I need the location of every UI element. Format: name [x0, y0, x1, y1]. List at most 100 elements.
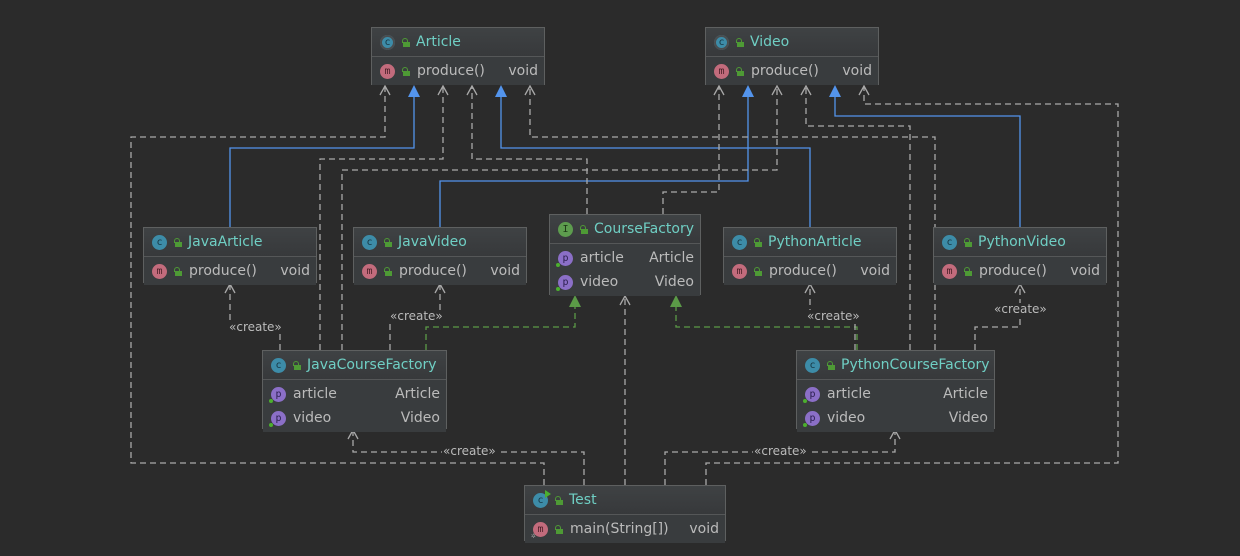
class-video[interactable]: c Video m produce() void [705, 27, 879, 85]
dep-edge-test-article [130, 86, 545, 485]
class-java-video[interactable]: c JavaVideo m produce() void [353, 227, 527, 285]
public-lock-icon [735, 37, 744, 47]
property-icon: p [556, 250, 573, 267]
member-row[interactable]: p video Video [263, 406, 446, 430]
dep-arrow-jcf-video [771, 84, 783, 96]
extends-edge-java-article [229, 96, 415, 227]
member-type: void [280, 263, 310, 279]
class-name: PythonVideo [978, 234, 1066, 250]
public-lock-icon [383, 266, 392, 276]
member-row[interactable]: m produce() void [724, 259, 896, 283]
member-row[interactable]: p article Article [797, 382, 994, 406]
public-lock-icon [826, 360, 835, 370]
method-icon: m [380, 63, 395, 79]
member-name: video [293, 410, 332, 426]
member-type: Article [649, 250, 694, 266]
class-python-video[interactable]: c PythonVideo m produce() void [933, 227, 1107, 285]
run-marker-icon [545, 489, 551, 498]
member-row[interactable]: m produce() void [354, 259, 526, 283]
class-header: c PythonArticle [724, 228, 896, 257]
create-edge-test-java-cf [352, 430, 585, 485]
member-type: void [842, 63, 872, 79]
create-edge-test-python-cf [664, 430, 896, 485]
class-python-course-factory[interactable]: c PythonCourseFactory p article Article … [796, 350, 995, 432]
method-letter: m [537, 523, 544, 535]
create-label-python-video: «create» [993, 302, 1048, 316]
property-icon: p [269, 386, 286, 403]
dep-arrow-pcf-video [800, 84, 812, 96]
class-python-article[interactable]: c PythonArticle m produce() void [723, 227, 897, 285]
extends-arrow-java-article [408, 85, 420, 97]
class-name: JavaCourseFactory [307, 357, 437, 373]
public-lock-icon [554, 495, 563, 505]
member-row[interactable]: p video Video [550, 270, 700, 294]
member-row[interactable]: m produce() void [706, 59, 878, 83]
method-icon: m [732, 263, 747, 279]
dep-arrow-cf-video [713, 84, 725, 96]
member-row[interactable]: p article Article [550, 246, 700, 270]
member-type: void [1070, 263, 1100, 279]
member-name: produce() [979, 263, 1047, 279]
class-icon: c [805, 357, 820, 373]
abstract-class-icon: c [714, 34, 729, 50]
dep-arrow-test-video [858, 84, 870, 96]
interface-icon: I [558, 221, 573, 237]
dep-arrow-test-cf [619, 294, 631, 306]
class-test[interactable]: c Test m✲ main(String[]) void [524, 485, 726, 543]
class-java-course-factory[interactable]: c JavaCourseFactory p article Article p … [262, 350, 447, 432]
public-lock-icon [173, 266, 182, 276]
dep-edge-cf-video [662, 86, 720, 214]
public-lock-icon [292, 360, 301, 370]
member-name: article [827, 386, 871, 402]
member-name: video [580, 274, 619, 290]
extends-arrow-java-video [742, 85, 754, 97]
member-type: void [689, 521, 719, 537]
member-name: produce() [769, 263, 837, 279]
class-name: JavaVideo [398, 234, 467, 250]
class-icon: c [271, 357, 286, 373]
member-row[interactable]: p video Video [797, 406, 994, 430]
public-lock-icon [963, 237, 972, 247]
public-lock-icon [554, 524, 563, 534]
member-row[interactable]: m produce() void [144, 259, 316, 283]
abstract-class-icon: c [380, 34, 395, 50]
class-header: c JavaArticle [144, 228, 316, 257]
public-lock-icon [173, 237, 182, 247]
property-icon: p [803, 386, 820, 403]
member-type: Article [395, 386, 440, 402]
class-header: c JavaCourseFactory [263, 351, 446, 380]
public-lock-icon [579, 224, 588, 234]
public-lock-icon [401, 37, 410, 47]
class-icon: c [152, 234, 167, 250]
dep-arrow-cf-article [466, 84, 478, 96]
class-header: c Video [706, 28, 878, 57]
class-name: Article [416, 34, 461, 50]
member-row[interactable]: p article Article [263, 382, 446, 406]
extends-arrow-python-video [829, 85, 841, 97]
member-type: Video [948, 410, 988, 426]
member-name: article [293, 386, 337, 402]
public-lock-icon [735, 66, 744, 76]
member-type: void [508, 63, 538, 79]
method-icon: m [714, 63, 729, 79]
create-label-java-article: «create» [228, 320, 283, 334]
class-article[interactable]: c Article m produce() void [371, 27, 545, 85]
member-row[interactable]: m produce() void [372, 59, 544, 83]
class-icon: c [942, 234, 957, 250]
class-java-article[interactable]: c JavaArticle m produce() void [143, 227, 317, 285]
member-name: video [827, 410, 866, 426]
dep-edge-pcf-article [529, 86, 936, 350]
public-lock-icon [753, 266, 762, 276]
public-lock-icon [401, 66, 410, 76]
class-name: Test [569, 492, 597, 508]
class-name: CourseFactory [594, 221, 695, 237]
member-row[interactable]: m✲ main(String[]) void [525, 517, 725, 541]
implements-edge-python-course-factory [675, 307, 858, 350]
member-name: produce() [751, 63, 819, 79]
interface-course-factory[interactable]: I CourseFactory p article Article p vide… [549, 214, 701, 296]
member-type: void [490, 263, 520, 279]
class-header: c Article [372, 28, 544, 57]
dep-arrow-test-article [379, 84, 391, 96]
member-row[interactable]: m produce() void [934, 259, 1106, 283]
